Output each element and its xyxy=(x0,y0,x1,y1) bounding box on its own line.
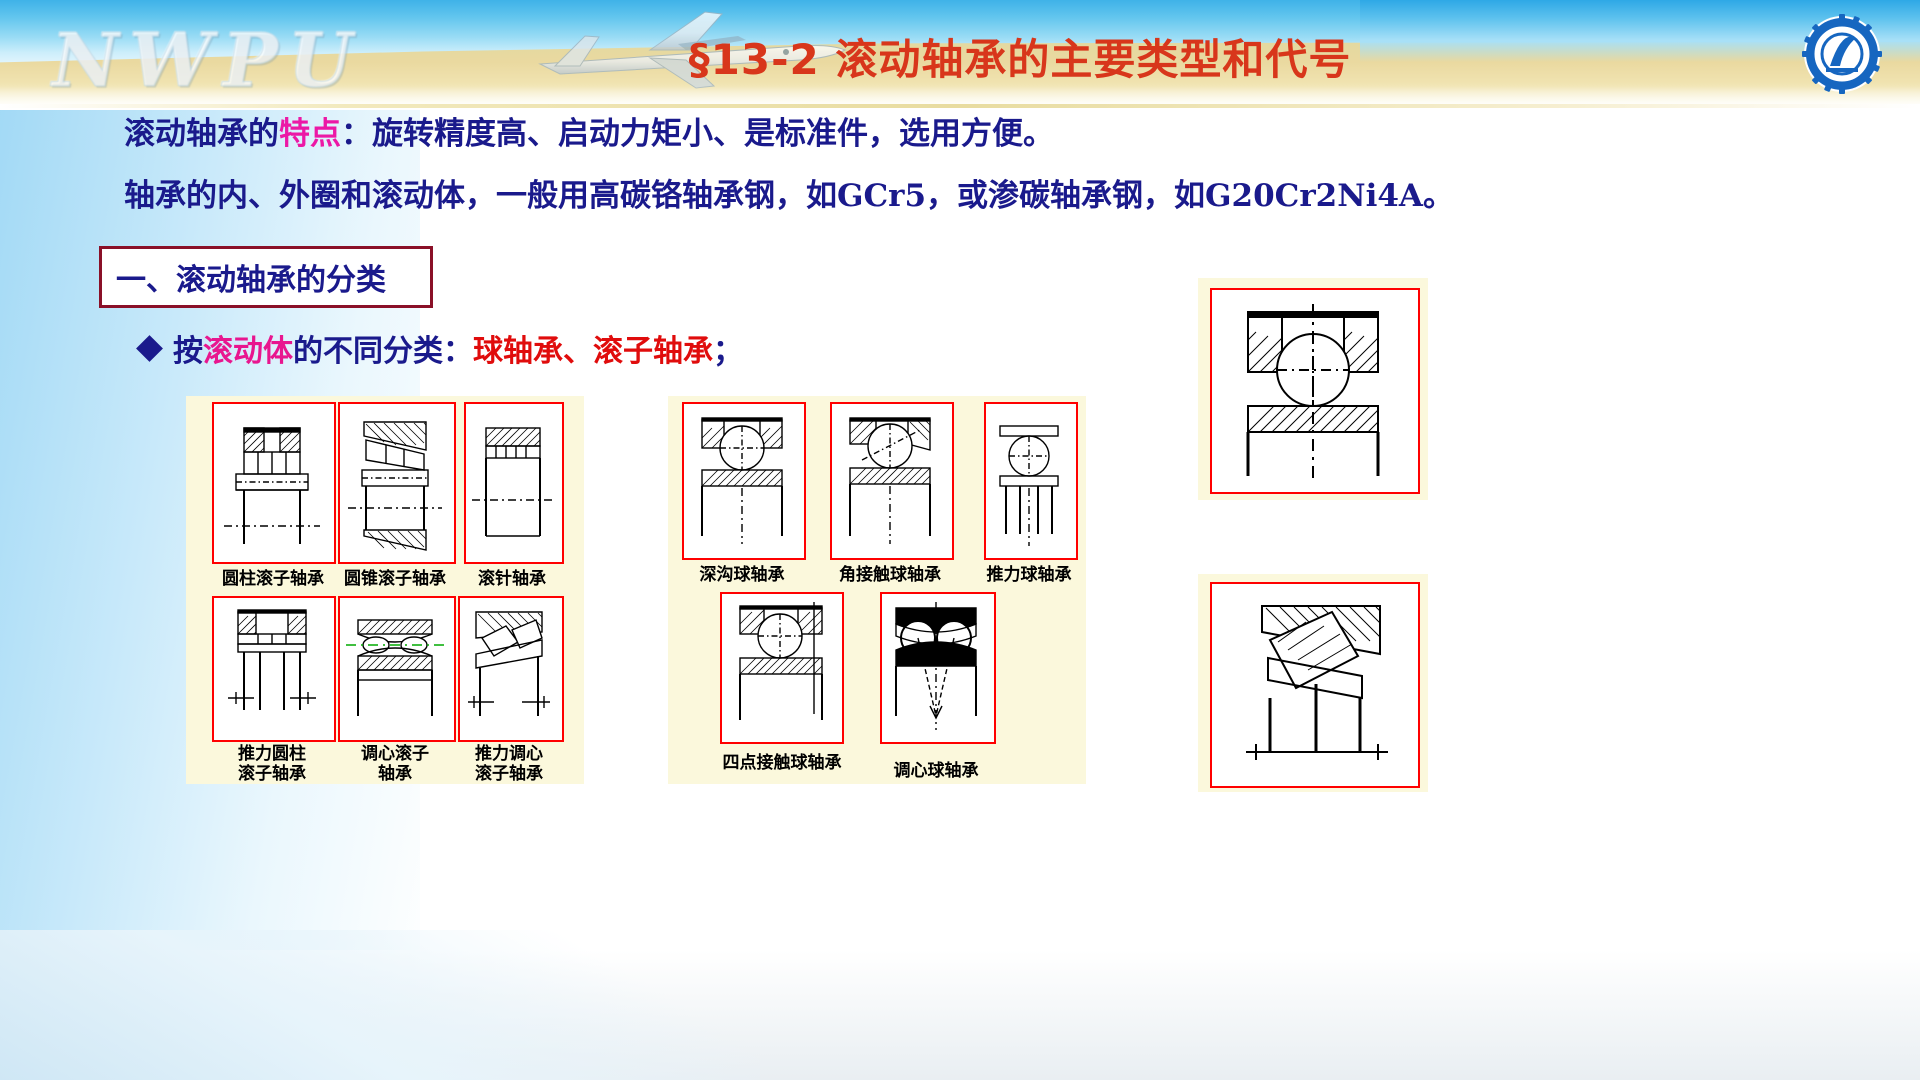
intro-line-2-text: 轴承的内、外圈和滚动体，一般用高碳铬轴承钢，如GCr5，或渗碳轴承钢，如G20C… xyxy=(124,178,1454,214)
intro-line-1-highlight: 特点 xyxy=(279,116,341,152)
thrust-ball-bearing-figure xyxy=(984,402,1078,560)
bullet-part-b: 滚动体 xyxy=(203,334,293,369)
gear-emblem-logo xyxy=(1802,14,1882,94)
needle-roller-bearing-figure xyxy=(464,402,564,564)
background-bottom-gradient xyxy=(0,950,1920,1080)
label-line-1: 推力调心 xyxy=(475,744,543,764)
large-deep-groove-ball-bearing-figure xyxy=(1210,288,1420,494)
large-tapered-roller-panel xyxy=(1198,574,1428,792)
section-heading-box: 一、滚动轴承的分类 xyxy=(99,246,433,308)
thrust-ball-bearing-label: 推力球轴承 xyxy=(986,565,1072,585)
ball-bearing-panel: 深沟球轴承 xyxy=(668,396,1086,784)
diamond-bullet-icon xyxy=(136,334,163,362)
angular-contact-ball-bearing-figure xyxy=(830,402,954,560)
page-title: §13-2 滚动轴承的主要类型和代号 xyxy=(688,34,1352,84)
label-line-1: 推力圆柱 xyxy=(238,744,306,764)
large-deep-groove-panel xyxy=(1198,278,1428,500)
self-aligning-ball-bearing-figure xyxy=(880,592,996,744)
large-tapered-roller-bearing-figure xyxy=(1210,582,1420,788)
deep-groove-ball-bearing-figure xyxy=(682,402,806,560)
bullet-part-a: 按 xyxy=(173,334,203,369)
label-line-2: 滚子轴承 xyxy=(475,764,543,785)
bullet-part-e: ； xyxy=(713,334,743,369)
section-heading-text: 一、滚动轴承的分类 xyxy=(116,263,386,298)
self-aligning-ball-bearing-label: 调心球轴承 xyxy=(893,761,979,781)
intro-line-1-c: ：旋转精度高、启动力矩小、是标准件，选用方便。 xyxy=(341,116,1054,152)
background-bottom-left-gradient xyxy=(0,930,760,1080)
header-bottom-rule xyxy=(0,104,1920,108)
bullet-part-d: 球轴承、滚子轴承 xyxy=(473,334,713,369)
intro-line-2: 轴承的内、外圈和滚动体，一般用高碳铬轴承钢，如GCr5，或渗碳轴承钢，如G20C… xyxy=(124,170,1454,215)
bullet-row-classification: 按滚动体的不同分类：球轴承、滚子轴承； xyxy=(136,326,743,370)
cylindrical-roller-bearing-label: 圆柱滚子轴承 xyxy=(222,569,324,589)
thrust-cylindrical-roller-bearing-label: 推力圆柱 滚子轴承 xyxy=(213,744,331,784)
thrust-self-aligning-roller-bearing-label: 推力调心 滚子轴承 xyxy=(457,744,561,784)
self-aligning-roller-bearing-figure xyxy=(338,596,456,742)
thrust-cylindrical-roller-bearing-figure xyxy=(212,596,336,742)
tapered-roller-bearing-label: 圆锥滚子轴承 xyxy=(344,569,446,589)
intro-line-1: 滚动轴承的特点：旋转精度高、启动力矩小、是标准件，选用方便。 xyxy=(124,108,1054,153)
roller-bearing-panel: 圆柱滚子轴承 xyxy=(186,396,584,784)
label-line-2: 滚子轴承 xyxy=(238,764,306,785)
angular-contact-ball-bearing-label: 角接触球轴承 xyxy=(839,565,941,585)
bullet-text: 按滚动体的不同分类：球轴承、滚子轴承； xyxy=(173,326,743,370)
four-point-contact-ball-bearing-figure xyxy=(720,592,844,744)
four-point-contact-ball-bearing-label: 四点接触球轴承 xyxy=(722,753,842,773)
label-line-2: 轴承 xyxy=(378,764,412,785)
intro-line-1-a: 滚动轴承的 xyxy=(124,116,279,152)
needle-roller-bearing-label: 滚针轴承 xyxy=(478,569,546,589)
cylindrical-roller-bearing-figure xyxy=(212,402,336,564)
deep-groove-ball-bearing-label: 深沟球轴承 xyxy=(699,565,785,585)
label-line-1: 调心滚子 xyxy=(361,744,429,764)
thrust-self-aligning-roller-bearing-figure xyxy=(458,596,564,742)
bullet-part-c: 的不同分类： xyxy=(293,334,473,369)
self-aligning-roller-bearing-label: 调心滚子 轴承 xyxy=(339,744,451,784)
header-banner: NWPU §13-2 滚动轴承的主要类型和代号 xyxy=(0,0,1920,110)
tapered-roller-bearing-figure xyxy=(338,402,456,564)
airplane-icon xyxy=(538,11,847,89)
